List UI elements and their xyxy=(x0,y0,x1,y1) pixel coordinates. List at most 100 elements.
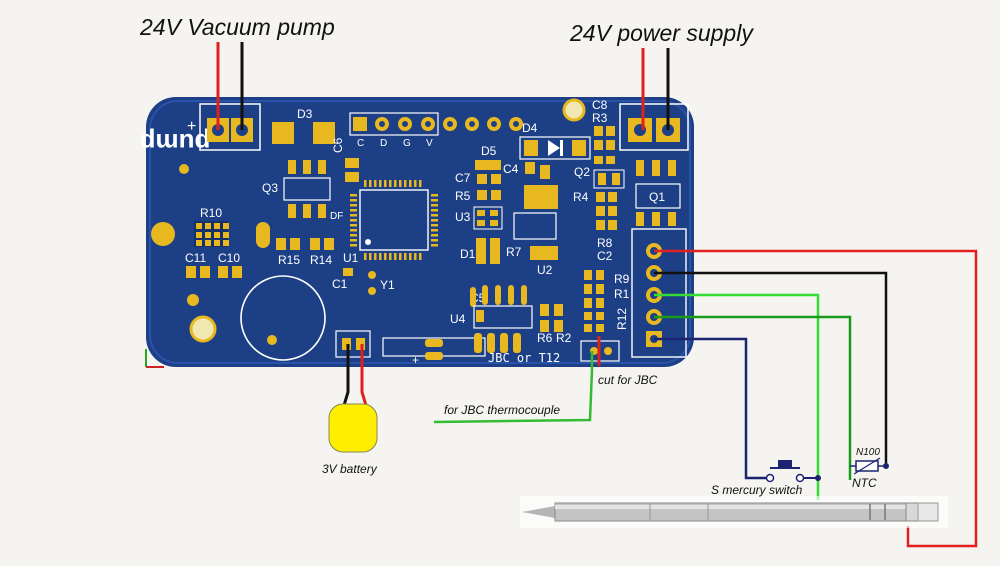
mount-pad-mid xyxy=(256,222,270,248)
mcu-pin xyxy=(409,253,412,260)
power-connector xyxy=(619,103,689,151)
r14-label: R14 xyxy=(310,253,332,267)
mcu-pin xyxy=(399,253,402,260)
mcu-pin xyxy=(364,253,367,260)
mcu-pin xyxy=(394,253,397,260)
mcu-pin xyxy=(384,253,387,260)
mcu-pin xyxy=(374,180,377,187)
ntc-label: NTC xyxy=(852,476,877,490)
q3-label: Q3 xyxy=(262,181,278,195)
mcu-pin xyxy=(431,244,438,247)
buzzer-outline xyxy=(240,275,326,361)
tip-wire-black xyxy=(654,271,888,466)
jbc-thermocouple-label: for JBC thermocouple xyxy=(444,403,560,417)
cut-for-jbc-label: cut for JBC xyxy=(598,373,658,387)
u2-label: U2 xyxy=(537,263,553,277)
mcu-pin xyxy=(399,180,402,187)
mcu-pin xyxy=(431,199,438,202)
mcu-pin xyxy=(404,253,407,260)
mcu-pin xyxy=(350,219,357,222)
mcu-pin xyxy=(431,234,438,237)
c2-label: C2 xyxy=(597,249,613,263)
u1-label: U1 xyxy=(343,251,359,265)
mercury-switch-icon xyxy=(765,460,821,483)
mcu-pin xyxy=(431,204,438,207)
mcu-pin xyxy=(374,253,377,260)
q1-label: Q1 xyxy=(649,190,665,204)
d5-label: D5 xyxy=(481,144,497,158)
mcu-pin xyxy=(389,180,392,187)
battery-icon xyxy=(328,403,378,453)
mcu-pin xyxy=(414,253,417,260)
tip-select-label: JBC or T12 xyxy=(488,351,560,365)
pump-plus-silkscreen: + xyxy=(187,118,196,135)
mount-hole-top xyxy=(562,98,586,122)
vacuum-pump-label: 24V Vacuum pump xyxy=(139,14,335,40)
mcu-pin xyxy=(409,180,412,187)
r2-label: R2 xyxy=(556,331,572,345)
r8-label: R8 xyxy=(597,236,613,250)
c7-label: C7 xyxy=(455,171,471,185)
mcu-pin xyxy=(431,194,438,197)
c6-label: C6 xyxy=(331,137,345,153)
tip-wire-red xyxy=(654,249,978,548)
mcu-pin xyxy=(350,239,357,242)
pcb-board: pump + D3 C D G V C6 Q3 xyxy=(140,97,694,367)
header-pin-g: G xyxy=(403,138,411,149)
mcu-pin xyxy=(350,194,357,197)
d3-label: D3 xyxy=(297,107,313,121)
mcu-pin xyxy=(431,219,438,222)
y1-label: Y1 xyxy=(380,278,395,292)
mcu-chip xyxy=(359,189,429,251)
u3-label: U3 xyxy=(455,210,471,224)
d3-pad-1 xyxy=(272,122,294,144)
mcu-pin xyxy=(350,199,357,202)
tip-wire-green-dark xyxy=(654,315,852,480)
mcu-pin xyxy=(389,253,392,260)
r10-label: R10 xyxy=(200,206,222,220)
mcu-pin xyxy=(431,239,438,242)
c8-label: C8 xyxy=(592,98,608,112)
r3-label: R3 xyxy=(592,111,608,125)
r5-label: R5 xyxy=(455,189,471,203)
tip-connector xyxy=(631,228,687,358)
d3-pad-2 xyxy=(313,122,335,144)
mcu-pin xyxy=(384,180,387,187)
r9-label: R9 xyxy=(614,272,630,286)
mcu-pin xyxy=(419,180,422,187)
soldering-tip xyxy=(520,496,948,528)
origin-marker xyxy=(145,349,164,368)
mcu-pin xyxy=(350,214,357,217)
power-supply-label: 24V power supply xyxy=(569,20,754,46)
mcu-pin xyxy=(350,204,357,207)
battery-holder-plus: + xyxy=(412,353,419,367)
r15-label: R15 xyxy=(278,253,300,267)
tip-wire-navy xyxy=(654,337,766,480)
d1-label: D1 xyxy=(460,247,476,261)
power-wires xyxy=(641,48,670,130)
q2-label: Q2 xyxy=(574,165,590,179)
mcu-pin xyxy=(350,224,357,227)
c10-label: C10 xyxy=(218,251,240,265)
mcu-pin xyxy=(369,180,372,187)
jbc-thermocouple-wire xyxy=(433,351,594,424)
pcb-edge xyxy=(149,100,691,364)
c1-label: C1 xyxy=(332,277,348,291)
df-label: DF xyxy=(330,211,343,222)
mcu-pin xyxy=(431,229,438,232)
c4-label: C4 xyxy=(503,162,519,176)
battery-connector xyxy=(335,330,371,358)
mcu-pin xyxy=(394,180,397,187)
header-pin-d: D xyxy=(380,138,387,149)
mount-hole-left xyxy=(189,315,217,343)
r4-label: R4 xyxy=(573,190,589,204)
mcu-pin xyxy=(350,229,357,232)
mcu-pin xyxy=(404,180,407,187)
d4-label: D4 xyxy=(522,121,538,135)
mount-pad-left xyxy=(151,222,175,246)
battery-label: 3V battery xyxy=(322,462,378,476)
mcu-pin xyxy=(364,180,367,187)
r1-label: R1 xyxy=(614,287,630,301)
ntc-value-label: N100 xyxy=(856,447,880,458)
